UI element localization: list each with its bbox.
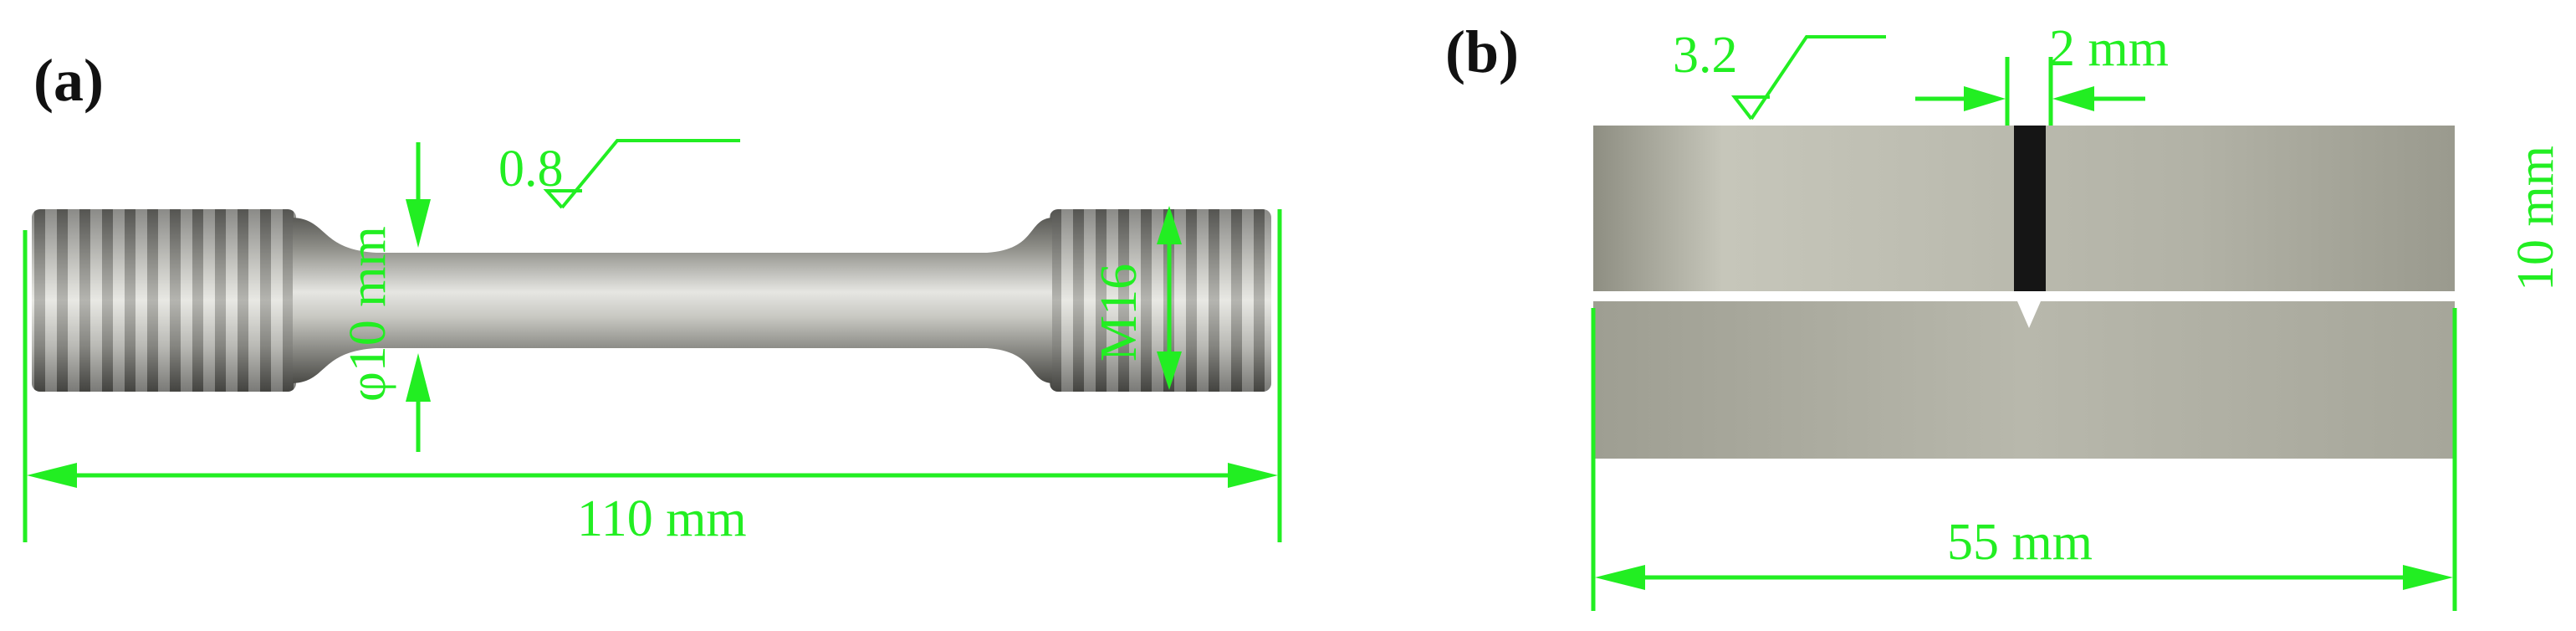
v-notch <box>2017 301 2041 328</box>
diameter-label: φ10 mm <box>340 226 396 402</box>
gauge-section <box>293 218 1052 383</box>
arrow-icon <box>2052 86 2094 111</box>
roughness-a: 0.8 <box>498 139 740 209</box>
plate-length-dimension: 55 mm <box>1591 308 2457 611</box>
panel-a-label: (a) <box>33 47 104 114</box>
notch-width-dimension: 2 mm <box>1915 20 2169 126</box>
panel-b-label: (b) <box>1445 18 1519 85</box>
plate-top-view <box>1593 126 2455 291</box>
thickness-dimension: 10 mm <box>2507 146 2564 291</box>
roughness-a-label: 0.8 <box>498 141 564 198</box>
arrow-icon <box>406 353 431 402</box>
thread-dimension: M16 <box>1091 206 1182 390</box>
arrow-icon <box>1157 351 1182 390</box>
arrow-icon <box>406 199 431 248</box>
notch-slot <box>2014 126 2046 291</box>
arrow-icon <box>2403 565 2453 590</box>
left-thread-grip <box>32 209 296 392</box>
thickness-label: 10 mm <box>2507 146 2564 291</box>
length-dimension: 110 mm <box>23 209 1282 547</box>
arrow-icon <box>1228 463 1278 488</box>
right-thread-grip <box>1050 209 1271 392</box>
roughness-b: 3.2 <box>1673 27 1886 121</box>
surface-roughness-icon <box>543 139 740 209</box>
thread-label: M16 <box>1091 264 1147 362</box>
plate-side-view <box>1593 301 2455 459</box>
arrow-icon <box>27 463 77 488</box>
diameter-dimension: φ10 mm <box>340 142 431 452</box>
arrow-icon <box>1157 206 1182 244</box>
panel-a: (a) 110 mm <box>23 47 1282 547</box>
arrow-icon <box>1595 565 1645 590</box>
length-label: 110 mm <box>577 490 747 547</box>
notch-width-label: 2 mm <box>2049 20 2169 77</box>
plate-length-label: 55 mm <box>1947 514 2093 571</box>
panel-b: (b) 2 mm 3.2 10 mm <box>1445 18 2564 611</box>
arrow-icon <box>1964 86 2006 111</box>
roughness-b-label: 3.2 <box>1673 27 1738 84</box>
surface-roughness-icon <box>1730 35 1886 121</box>
round-specimen-photo <box>32 209 1271 392</box>
